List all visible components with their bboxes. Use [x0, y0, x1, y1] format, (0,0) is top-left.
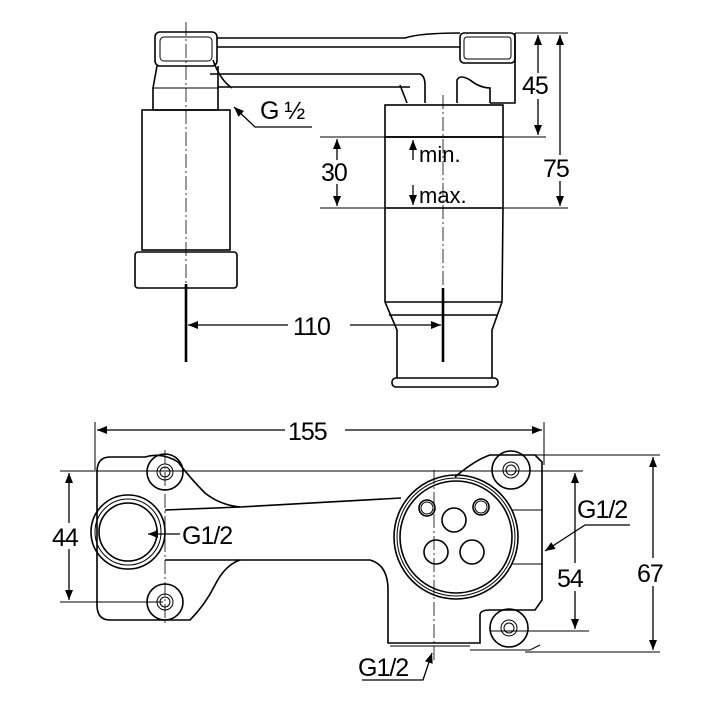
dimension-30: 30: [321, 159, 347, 187]
thread-bottom-label: G1/2: [358, 654, 408, 682]
dimension-75: 75: [543, 155, 569, 183]
dimension-67: 67: [637, 560, 663, 588]
thread-right-leader-arrow: [544, 524, 630, 552]
dimension-155: 155: [288, 418, 327, 446]
min-label: min.: [419, 142, 461, 167]
thread-leader-arrow: [233, 106, 312, 128]
right-valve-port: [393, 474, 519, 600]
thread-label: G ½: [260, 97, 305, 125]
dimension-45: 45: [522, 72, 548, 100]
thread-right-label: G1/2: [577, 496, 627, 524]
top-view: 155 44 G1/2 54 67 G1/2 G1/2: [52, 418, 672, 682]
dimension-44: 44: [52, 524, 79, 552]
left-inlet-port: [90, 494, 166, 570]
connecting-bridge: [210, 32, 516, 104]
max-label: max.: [419, 183, 467, 208]
dimension-54: 54: [557, 565, 584, 593]
side-view: G ½ 45 75 30 min. max. 110: [134, 22, 577, 388]
thread-bottom-leader-arrow: [362, 652, 433, 681]
thread-left-label: G1/2: [182, 522, 232, 550]
dimension-110: 110: [293, 313, 330, 341]
